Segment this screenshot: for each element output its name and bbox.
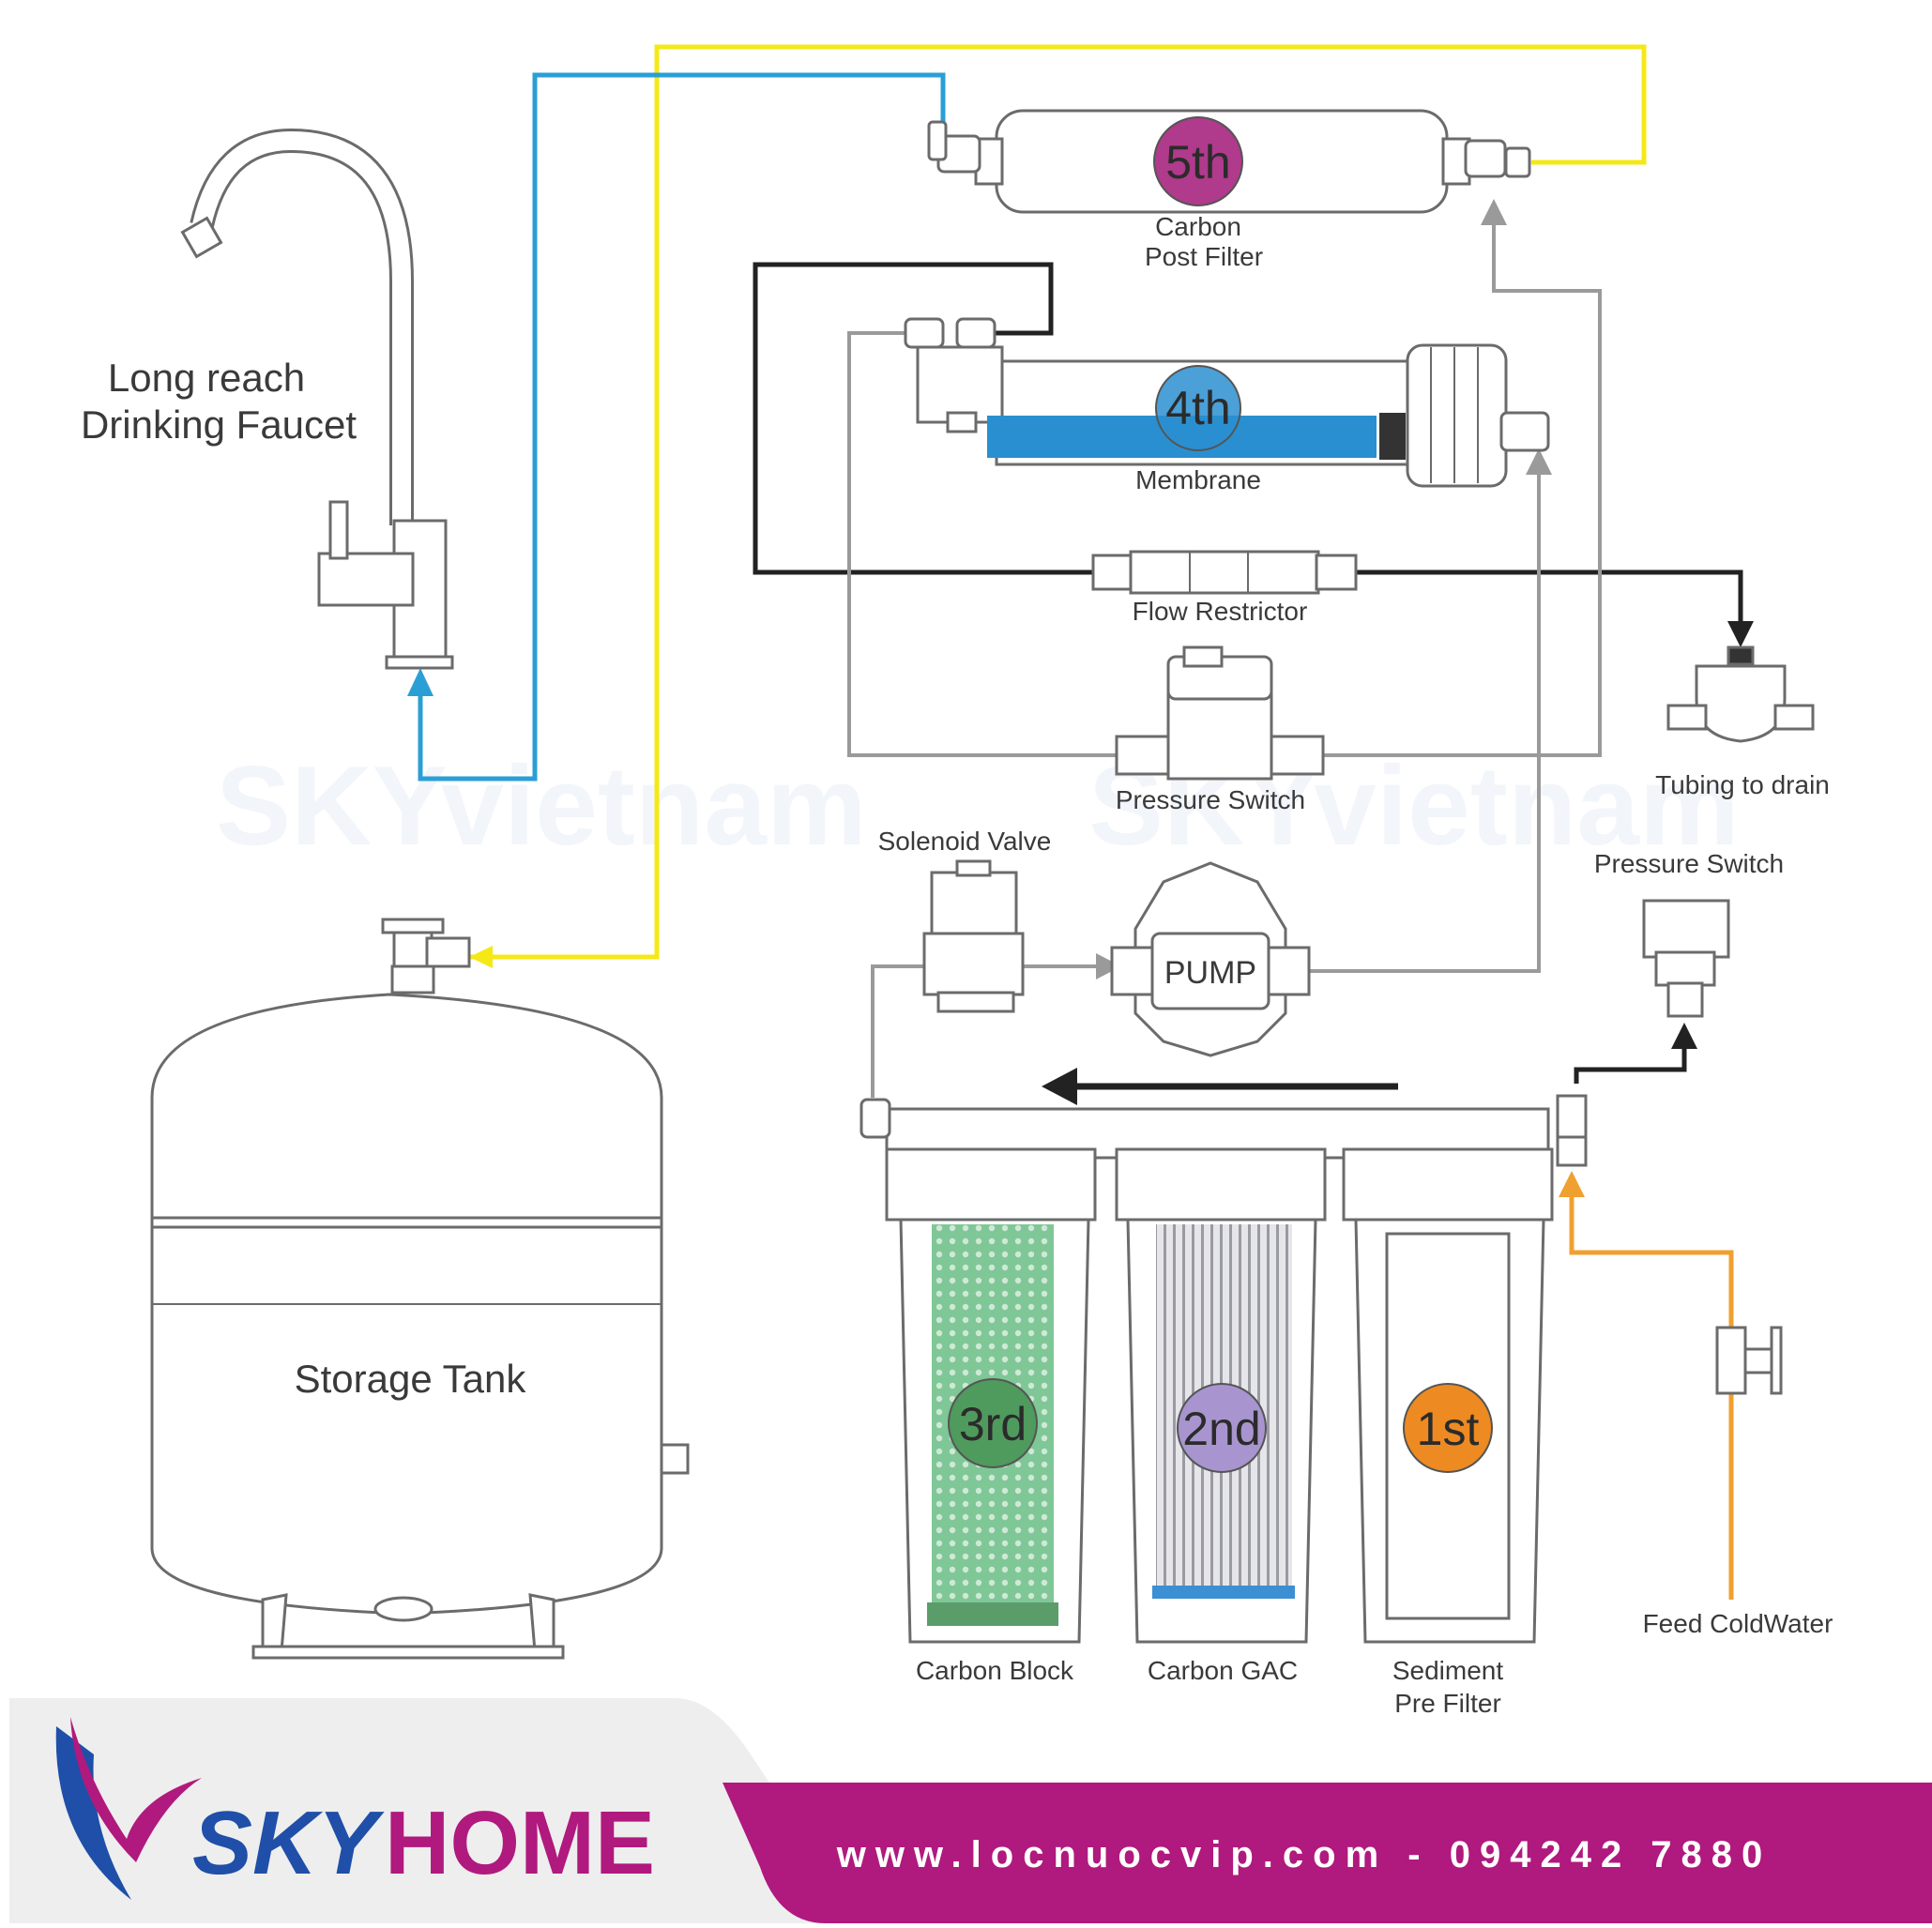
feed-line-arrow bbox=[1559, 1171, 1585, 1197]
stage-3-badge-label: 3rd bbox=[959, 1398, 1027, 1450]
carbon-block-label: Carbon Block bbox=[916, 1656, 1074, 1685]
stage-2-badge bbox=[1177, 1383, 1267, 1473]
storage-tank bbox=[150, 918, 690, 1660]
logo-text-home: HOME bbox=[385, 1793, 655, 1893]
pressure-switch-top bbox=[1115, 645, 1325, 781]
stage-4-badge-label: 4th bbox=[1165, 382, 1231, 434]
stage-5-badge bbox=[1153, 116, 1243, 206]
skyhome-logo: SKY HOME bbox=[55, 1717, 655, 1900]
stage-1-badge bbox=[1403, 1383, 1493, 1473]
booster-pump bbox=[1110, 861, 1311, 1057]
post-filter-inlet-arrow bbox=[1481, 199, 1507, 225]
sediment-label-line1: Sediment bbox=[1392, 1656, 1504, 1685]
carbon-gac-label: Carbon GAC bbox=[1148, 1656, 1298, 1685]
watermark-text-1: SKYvietnam bbox=[216, 743, 867, 869]
stage-4-badge bbox=[1155, 365, 1241, 451]
pump-label: PUMP bbox=[1164, 955, 1256, 991]
drain-line bbox=[753, 262, 1743, 633]
pressure-switch-right bbox=[1642, 899, 1730, 1018]
tank-line-arrow bbox=[469, 946, 493, 968]
flow-restrictor bbox=[1091, 550, 1358, 595]
tank-line bbox=[469, 44, 1647, 960]
membrane-end-cap bbox=[1379, 413, 1406, 460]
membrane-inlet-arrow bbox=[1526, 448, 1552, 475]
post-filter-label-line2: Post Filter bbox=[1145, 242, 1263, 271]
pressure-switch-line bbox=[1574, 1037, 1687, 1084]
storage-tank-label: Storage Tank bbox=[295, 1357, 527, 1401]
faucet-line-arrow bbox=[407, 668, 434, 696]
stage-5-badge-label: 5th bbox=[1165, 136, 1231, 189]
pressure-switch-top-label: Pressure Switch bbox=[1116, 785, 1305, 814]
feed-line bbox=[1569, 1187, 1734, 1600]
solenoid-valve bbox=[922, 859, 1025, 1013]
stage-2-badge-label: 2nd bbox=[1182, 1403, 1260, 1455]
feed-valve bbox=[1715, 1326, 1783, 1395]
pump-inlet-arrow bbox=[1096, 953, 1121, 979]
feed-cold-water-label: Feed ColdWater bbox=[1643, 1609, 1833, 1638]
flow-direction-arrow bbox=[1042, 1068, 1077, 1105]
faucet-label-line1: Long reach bbox=[108, 356, 305, 400]
solenoid-valve-label: Solenoid Valve bbox=[878, 827, 1052, 856]
logo-text-sky: SKY bbox=[192, 1793, 385, 1893]
carbon-gac-endcap bbox=[1152, 1586, 1295, 1599]
drain-saddle bbox=[1666, 645, 1815, 743]
logo-swoosh-blue bbox=[55, 1726, 131, 1900]
stage-1-badge-label: 1st bbox=[1417, 1403, 1480, 1455]
internal-tubing bbox=[847, 208, 1602, 1098]
faucet-line bbox=[418, 72, 946, 782]
pressure-switch-line-arrow bbox=[1671, 1023, 1697, 1049]
faucet-label-line2: Drinking Faucet bbox=[81, 402, 357, 447]
sediment-label-line2: Pre Filter bbox=[1394, 1689, 1501, 1718]
membrane-label: Membrane bbox=[1135, 465, 1261, 494]
flow-restrictor-label: Flow Restrictor bbox=[1133, 597, 1308, 626]
stage-3-badge bbox=[948, 1378, 1038, 1468]
footer: www.locnuocvip.com - 094242 7880 bbox=[9, 1698, 1932, 1923]
post-filter-label-line1: Carbon bbox=[1155, 212, 1241, 241]
pressure-switch-right-label: Pressure Switch bbox=[1594, 849, 1784, 878]
footer-contact: www.locnuocvip.com - 094242 7880 bbox=[836, 1834, 1772, 1875]
carbon-block-endcap bbox=[927, 1602, 1058, 1626]
drain-line-arrow bbox=[1727, 621, 1754, 647]
logo-swoosh-magenta bbox=[70, 1717, 202, 1862]
drinking-faucet bbox=[180, 128, 454, 670]
prefilter-housing-head bbox=[860, 1094, 1588, 1222]
tubing-to-drain-label: Tubing to drain bbox=[1655, 770, 1830, 799]
